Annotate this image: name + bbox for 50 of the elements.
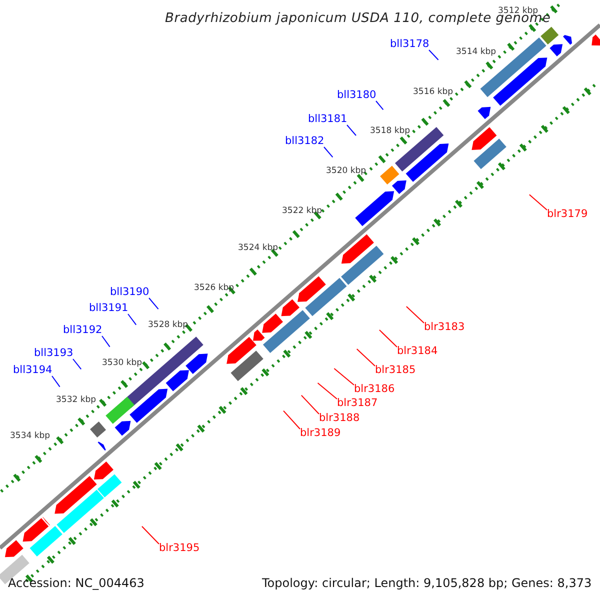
leader-line xyxy=(141,526,160,544)
scale-label: 3520 kbp xyxy=(326,167,366,176)
leader-line xyxy=(283,410,300,430)
gene-label: blr3188 xyxy=(319,413,360,424)
gene-label: bll3178 xyxy=(390,39,430,50)
gene-label: blr3186 xyxy=(354,384,395,394)
gene-label: bll3180 xyxy=(337,90,376,100)
leader-line xyxy=(72,358,82,370)
gene-label: blr3183 xyxy=(424,322,465,332)
gene-label: blr3195 xyxy=(159,543,200,554)
gene-label: bll3181 xyxy=(308,114,348,124)
scale-label: 3516 kbp xyxy=(413,88,454,96)
gene-label: blr3179 xyxy=(547,209,588,220)
scale-label: 3512 kbp xyxy=(498,7,538,16)
gene-label: blr3187 xyxy=(337,398,378,408)
gene-label: bll3194 xyxy=(13,365,52,376)
leader-line xyxy=(148,298,159,310)
footer-text: Accession: NC_004463 xyxy=(8,577,144,589)
leader-line xyxy=(356,348,376,366)
leader-line xyxy=(346,124,356,136)
leader-line xyxy=(334,368,354,386)
leader-line xyxy=(102,336,110,348)
leader-line xyxy=(406,306,424,324)
scale-label: 3528 kbp xyxy=(148,321,188,330)
scale-label: 3522 kbp xyxy=(282,207,322,216)
scale-label: 3518 kbp xyxy=(370,127,410,136)
gene-label: bll3182 xyxy=(285,136,324,146)
gene-label: blr3184 xyxy=(397,346,438,356)
gene-label: bll3190 xyxy=(110,287,150,298)
footer-text: Topology: circular; Length: 9,105,828 bp; Genes: 8,373 xyxy=(262,577,592,589)
scale-label: 3514 kbp xyxy=(456,48,496,56)
gene-label: bll3193 xyxy=(34,348,74,358)
scale-label: 3526 kbp xyxy=(194,284,234,292)
leader-line xyxy=(528,194,548,210)
leader-line xyxy=(324,146,334,158)
gene-label: bll3192 xyxy=(63,325,102,336)
leader-line xyxy=(428,50,439,60)
scale-label: 3532 kbp xyxy=(56,396,96,404)
gene-label: blr3185 xyxy=(375,365,416,376)
scale-label: 3524 kbp xyxy=(238,244,278,252)
leader-line xyxy=(317,382,338,400)
leader-line xyxy=(52,376,60,388)
gene-label: blr3189 xyxy=(300,428,341,438)
leader-line xyxy=(128,314,137,326)
gene-label: bll3191 xyxy=(89,303,128,314)
scale-label: 3534 kbp xyxy=(10,432,50,440)
leader-line xyxy=(376,100,384,110)
scale-label: 3530 kbp xyxy=(102,359,142,368)
leader-line xyxy=(378,329,398,348)
leader-line xyxy=(300,394,320,414)
